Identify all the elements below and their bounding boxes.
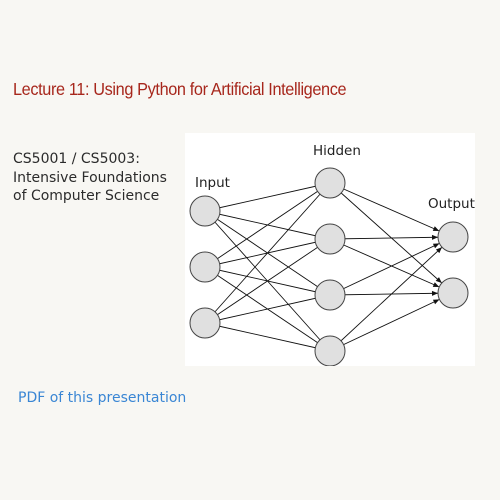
input-layer-label: Input — [195, 175, 230, 191]
hidden-output-connection — [329, 236, 454, 352]
neural-network-diagram: Input Hidden Output — [185, 133, 475, 366]
hidden-node — [314, 223, 346, 255]
neural-network-svg: Input Hidden Output — [189, 143, 475, 366]
connection-arrowhead — [435, 247, 442, 254]
connection-arrowhead — [435, 277, 442, 284]
connection-arrowhead — [431, 234, 439, 240]
course-name-line-1: Intensive Foundations — [13, 169, 167, 186]
output-layer-label: Output — [428, 196, 475, 212]
lecture-title: Lecture 11: Using Python for Artificial … — [13, 79, 347, 99]
input-hidden-connection — [204, 238, 331, 324]
output-node — [437, 221, 469, 253]
hidden-output-connection — [329, 292, 454, 352]
hidden-layer-label: Hidden — [313, 143, 361, 159]
hidden-node — [314, 167, 346, 199]
input-node — [189, 307, 221, 339]
connection-arrowhead — [432, 243, 440, 249]
course-info: CS5001 / CS5003: Intensive Foundations o… — [13, 150, 167, 206]
hidden-output-connection — [329, 182, 454, 238]
input-hidden-connection — [204, 182, 331, 268]
input-hidden-connection — [204, 182, 331, 324]
input-hidden-connection — [204, 182, 331, 212]
network-nodes — [189, 167, 469, 366]
connection-arrowhead — [432, 226, 440, 231]
connection-arrowhead — [432, 282, 440, 287]
course-name-line-2: of Computer Science — [13, 188, 160, 204]
hidden-node — [314, 335, 346, 366]
input-hidden-connection — [204, 294, 331, 324]
connection-arrowhead — [432, 299, 440, 305]
network-connections — [204, 182, 454, 352]
course-code: CS5001 / CS5003: — [13, 151, 140, 167]
connection-arrowhead — [431, 290, 439, 296]
input-node — [189, 251, 221, 283]
input-hidden-connection — [204, 322, 331, 352]
hidden-output-connection — [329, 236, 454, 296]
input-node — [189, 195, 221, 227]
pdf-presentation-link[interactable]: PDF of this presentation — [18, 390, 187, 406]
hidden-node — [314, 279, 346, 311]
output-node — [437, 277, 469, 309]
